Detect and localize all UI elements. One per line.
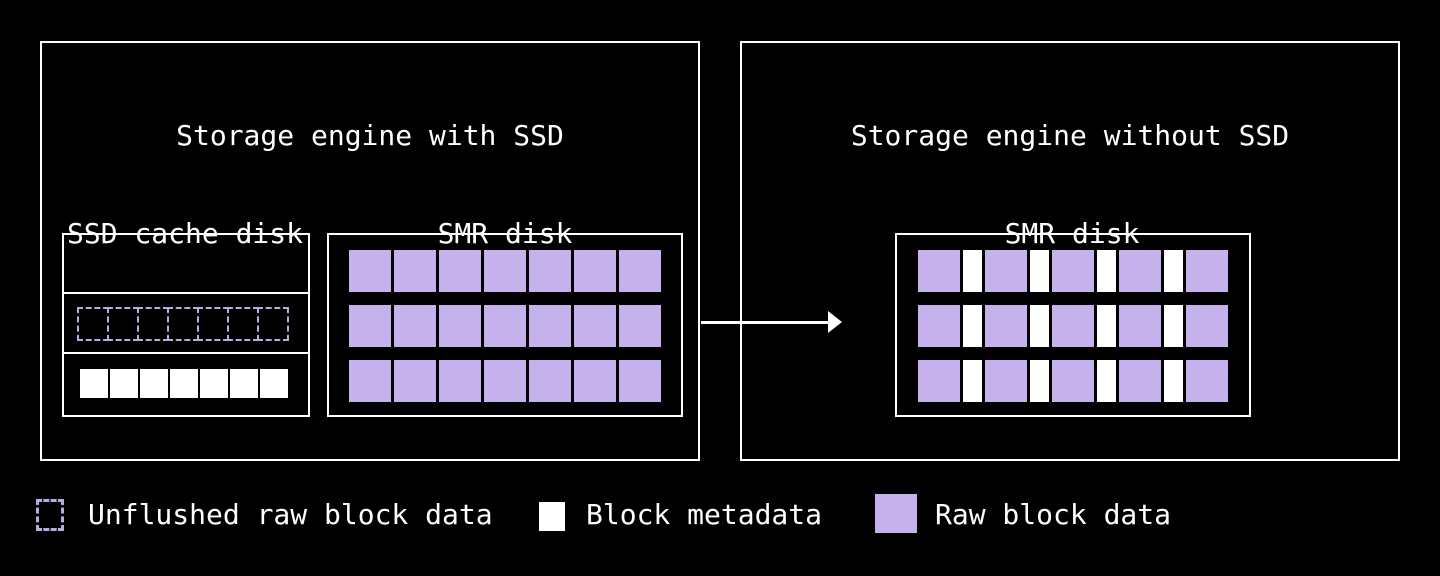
raw-block-cell (1119, 250, 1161, 292)
block-metadata-swatch (539, 502, 565, 531)
raw-block-cell (529, 360, 571, 402)
raw-block-cell (484, 305, 526, 347)
block-metadata-cell (1097, 305, 1116, 347)
raw-block-cell (619, 250, 661, 292)
raw-block-cell (394, 305, 436, 347)
legend-label-unflushed: Unflushed raw block data (88, 498, 493, 531)
raw-block-cell (1119, 360, 1161, 402)
legend-label-raw: Raw block data (935, 498, 1172, 531)
block-metadata-cell (963, 305, 982, 347)
block-metadata-cell (140, 369, 168, 398)
unflushed-block-cell (197, 307, 229, 341)
raw-block-data-swatch (875, 494, 917, 533)
unflushed-block-cell (77, 307, 109, 341)
raw-block-cell (918, 305, 960, 347)
raw-block-cell (529, 305, 571, 347)
block-row (77, 307, 308, 341)
raw-block-cell (439, 305, 481, 347)
smr-disk-box (895, 233, 1251, 417)
block-metadata-cell (1097, 360, 1116, 402)
ssd-unflushed-zone (64, 294, 308, 354)
block-metadata-cell (1097, 250, 1116, 292)
unflushed-block-cell (137, 307, 169, 341)
block-metadata-cell (1030, 360, 1049, 402)
block-metadata-cell (1030, 250, 1049, 292)
raw-block-cell (484, 360, 526, 402)
block-metadata-cell (170, 369, 198, 398)
raw-block-cell (619, 360, 661, 402)
raw-block-cell (985, 250, 1027, 292)
raw-block-cell (1119, 305, 1161, 347)
raw-block-cell (439, 360, 481, 402)
raw-block-cell (1186, 250, 1228, 292)
block-metadata-cell (260, 369, 288, 398)
raw-block-cell (619, 305, 661, 347)
raw-block-cell (484, 250, 526, 292)
panel-title: Storage engine without SSD (850, 119, 1290, 152)
block-row (349, 360, 661, 402)
legend-label-metadata: Block metadata (586, 498, 823, 531)
raw-block-cell (1186, 305, 1228, 347)
raw-block-cell (1186, 360, 1228, 402)
block-metadata-cell (110, 369, 138, 398)
raw-block-cell (574, 250, 616, 292)
block-metadata-cell (963, 360, 982, 402)
block-metadata-cell (1030, 305, 1049, 347)
raw-block-cell (349, 360, 391, 402)
block-metadata-cell (1164, 250, 1183, 292)
block-row (80, 369, 308, 398)
raw-block-cell (985, 305, 1027, 347)
raw-block-cell (985, 360, 1027, 402)
unflushed-block-cell (227, 307, 259, 341)
raw-block-cell (349, 305, 391, 347)
raw-block-cell (1052, 305, 1094, 347)
block-row (918, 305, 1249, 347)
raw-block-cell (1052, 360, 1094, 402)
block-metadata-cell (200, 369, 228, 398)
raw-block-cell (529, 250, 571, 292)
unflushed-block-cell (257, 307, 289, 341)
block-row (349, 250, 661, 292)
flush-arrow-head-icon (828, 311, 842, 333)
unflushed-block-cell (167, 307, 199, 341)
raw-block-cell (574, 360, 616, 402)
unflushed-raw-block-swatch (36, 499, 64, 531)
ssd-cache-disk-box (62, 233, 310, 417)
storage-engine-with-ssd-panel: Storage engine with SSD SSD cache disk S… (40, 41, 700, 461)
block-metadata-cell (230, 369, 258, 398)
block-row (349, 305, 661, 347)
unflushed-block-cell (107, 307, 139, 341)
flush-arrow-line (701, 321, 829, 324)
ssd-metadata-zone (64, 354, 308, 415)
raw-block-cell (394, 360, 436, 402)
raw-block-cell (394, 250, 436, 292)
smr-disk-box (327, 233, 683, 417)
block-metadata-cell (1164, 305, 1183, 347)
block-row (918, 250, 1249, 292)
block-row (918, 360, 1249, 402)
raw-block-cell (439, 250, 481, 292)
block-metadata-cell (80, 369, 108, 398)
raw-block-cell (574, 305, 616, 347)
ssd-empty-zone (64, 235, 308, 294)
raw-block-cell (1052, 250, 1094, 292)
raw-block-cell (918, 250, 960, 292)
raw-block-cell (349, 250, 391, 292)
raw-block-cell (918, 360, 960, 402)
storage-engine-without-ssd-panel: Storage engine without SSD SMR disk (740, 41, 1400, 461)
block-metadata-cell (1164, 360, 1183, 402)
panel-title: Storage engine with SSD (176, 119, 564, 152)
block-metadata-cell (963, 250, 982, 292)
